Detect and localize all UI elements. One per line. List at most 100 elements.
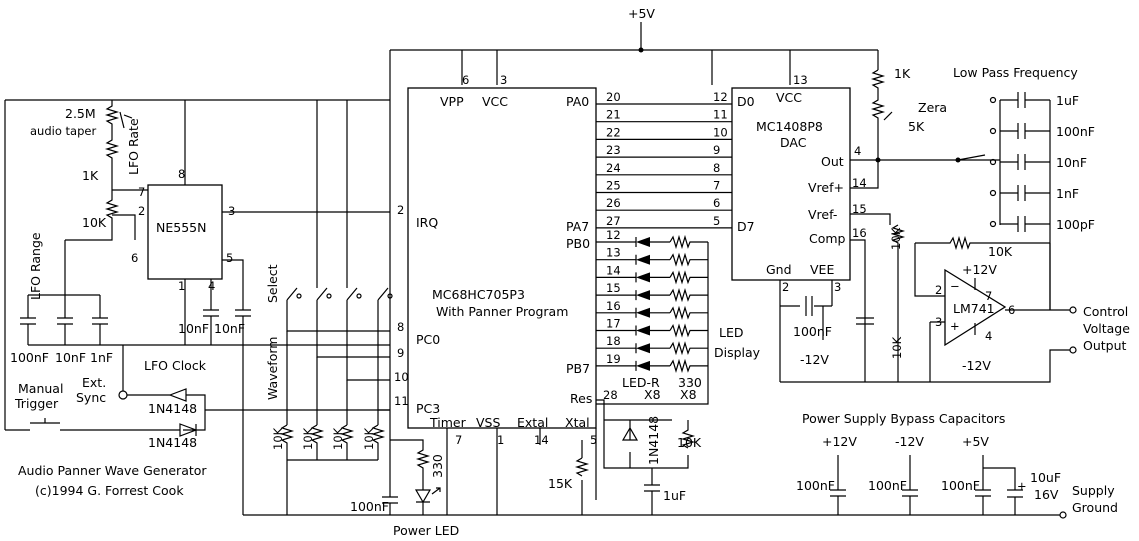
reset-cap-label: 1uF bbox=[663, 488, 686, 503]
lowpass-tap[interactable] bbox=[989, 96, 997, 104]
mcu-subtitle: With Panner Program bbox=[436, 304, 568, 319]
mcu-pb-pin-num: 19 bbox=[606, 352, 621, 366]
bypass-electrolytic-voltage: 16V bbox=[1034, 487, 1059, 502]
ne555-r1-label: 1K bbox=[82, 168, 99, 183]
mcu-pin-res-num: 28 bbox=[603, 388, 618, 402]
waveform-switch[interactable] bbox=[346, 287, 390, 381]
lowpass-tap[interactable] bbox=[989, 158, 997, 166]
ne555-cap-b-label: 10nF bbox=[214, 321, 245, 336]
supply-5v-label: +5V bbox=[628, 6, 655, 21]
lfo-cap-100nf: 100nF bbox=[10, 350, 49, 365]
led-resistor bbox=[635, 252, 708, 267]
dac-pin-gnd: Gnd bbox=[766, 262, 792, 277]
zero-label: Zera bbox=[918, 100, 947, 115]
waveform-resistor-label: 10K bbox=[271, 427, 285, 450]
ne555-name: NE555N bbox=[156, 220, 206, 235]
output-label-control: Control bbox=[1083, 304, 1128, 319]
lfo-cap-10nf: 10nF bbox=[55, 350, 86, 365]
waveform-resistor-label: 10K bbox=[362, 427, 376, 450]
switch-supply bbox=[286, 100, 348, 515]
waveform-switches[interactable] bbox=[286, 100, 393, 515]
led-resistor bbox=[635, 341, 708, 356]
switch-contact bbox=[356, 293, 362, 299]
dac-chip bbox=[731, 87, 851, 281]
vref-resistor-label: 10K bbox=[889, 227, 903, 250]
ext-sync-jack[interactable] bbox=[118, 390, 128, 400]
mcu-pin-vpp-num: 6 bbox=[462, 73, 469, 87]
mcu-pb-pin-num: 12 bbox=[606, 228, 621, 242]
dac-data-pin-num: 6 bbox=[713, 196, 720, 210]
led-diode bbox=[636, 290, 650, 301]
waveform-resistor bbox=[339, 380, 355, 460]
opamp-vminus: -12V bbox=[962, 358, 991, 373]
led-r-label: LED-R bbox=[622, 375, 660, 390]
opamp-vplus: +12V bbox=[962, 262, 997, 277]
ne555-pin8: 8 bbox=[178, 167, 185, 181]
lfo-range-label: LFO Range bbox=[28, 232, 43, 300]
mcu-pin-vss-num: 1 bbox=[497, 433, 504, 447]
lowpass-tap[interactable] bbox=[989, 127, 997, 135]
credit-title: Audio Panner Wave Generator bbox=[18, 463, 207, 478]
mcu-pa-pin-num: 24 bbox=[606, 161, 621, 175]
feedback-resistor-label: 10K bbox=[988, 244, 1013, 259]
lowpass-cap bbox=[1000, 92, 1050, 108]
dac-pin-out-num: 4 bbox=[854, 144, 861, 158]
lowpass-title: Low Pass Frequency bbox=[953, 65, 1078, 80]
waveform-switch[interactable] bbox=[286, 287, 390, 332]
ne555-r2-label: 10K bbox=[82, 215, 107, 230]
opamp-pin-vp: 7 bbox=[985, 289, 992, 303]
ne555-pin1: 1 bbox=[178, 279, 185, 293]
led-diode bbox=[636, 325, 650, 336]
dac-data-pin-num: 9 bbox=[713, 143, 720, 157]
mcu-pin-pb7: PB7 bbox=[566, 361, 590, 376]
ne555-cap-a-label: 10nF bbox=[178, 321, 209, 336]
led-diode bbox=[636, 237, 650, 247]
led-diode bbox=[636, 254, 650, 265]
lowpass-tap[interactable] bbox=[989, 220, 997, 228]
power-led-label: Power LED bbox=[393, 523, 459, 538]
lowpass-cap bbox=[1000, 216, 1050, 232]
mcu-pin-timer: Timer bbox=[429, 415, 467, 430]
lowpass-cap bbox=[1000, 185, 1050, 201]
mcu-pin-xtal-num: 5 bbox=[590, 433, 597, 447]
bypass-cap-3: 100nF bbox=[941, 478, 980, 493]
dac-pin-vref-minus: Vref- bbox=[808, 207, 837, 222]
ne555-pin5: 5 bbox=[226, 251, 233, 265]
svg-text:+: + bbox=[950, 319, 960, 333]
switch-contact bbox=[387, 293, 393, 299]
led-resistor-label: 330 bbox=[678, 375, 702, 390]
bypass-rail-12v: +12V bbox=[822, 434, 857, 449]
mcu-pin-extal-num: 14 bbox=[534, 433, 549, 447]
mcu-pin-extal: Extal bbox=[517, 415, 548, 430]
ne555-pin3: 3 bbox=[228, 204, 235, 218]
dac-name: MC1408P8 bbox=[756, 119, 823, 134]
waveform-switch[interactable] bbox=[377, 287, 390, 411]
lowpass-tap[interactable] bbox=[989, 189, 997, 197]
mcu-pin-pc2-num: 10 bbox=[394, 370, 409, 384]
dac-pin-d0: D0 bbox=[737, 94, 755, 109]
lowpass-cap-label: 10nF bbox=[1056, 155, 1087, 170]
switch-contact bbox=[296, 293, 302, 299]
reset-resistor-label: 10K bbox=[677, 435, 702, 450]
mcu-pb-pin-num: 15 bbox=[606, 281, 621, 295]
mcu-pin-res: Res bbox=[570, 391, 592, 406]
dac-pin-comp: Comp bbox=[809, 231, 846, 246]
dac-pin-comp-num: 16 bbox=[852, 226, 867, 240]
dac-data-pin-num: 12 bbox=[713, 90, 728, 104]
dac-pin-gnd-num: 2 bbox=[782, 280, 789, 294]
mcu-pin-pc1-num: 9 bbox=[397, 346, 404, 360]
mcu-pin-irq: IRQ bbox=[416, 215, 438, 230]
dac-pin-vcc-num: 13 bbox=[793, 73, 808, 87]
bypass-cap-1: 100nF bbox=[796, 478, 835, 493]
waveform-resistor-label: 10K bbox=[331, 427, 345, 450]
mcu-name: MC68HC705P3 bbox=[432, 287, 525, 302]
lowpass-selector[interactable] bbox=[957, 154, 986, 161]
opamp-pin-vm: 4 bbox=[985, 329, 992, 343]
mcu-pin-pa7: PA7 bbox=[566, 219, 589, 234]
bypass-rail-neg12v: -12V bbox=[895, 434, 924, 449]
rate-pot-note: audio taper bbox=[30, 124, 96, 138]
